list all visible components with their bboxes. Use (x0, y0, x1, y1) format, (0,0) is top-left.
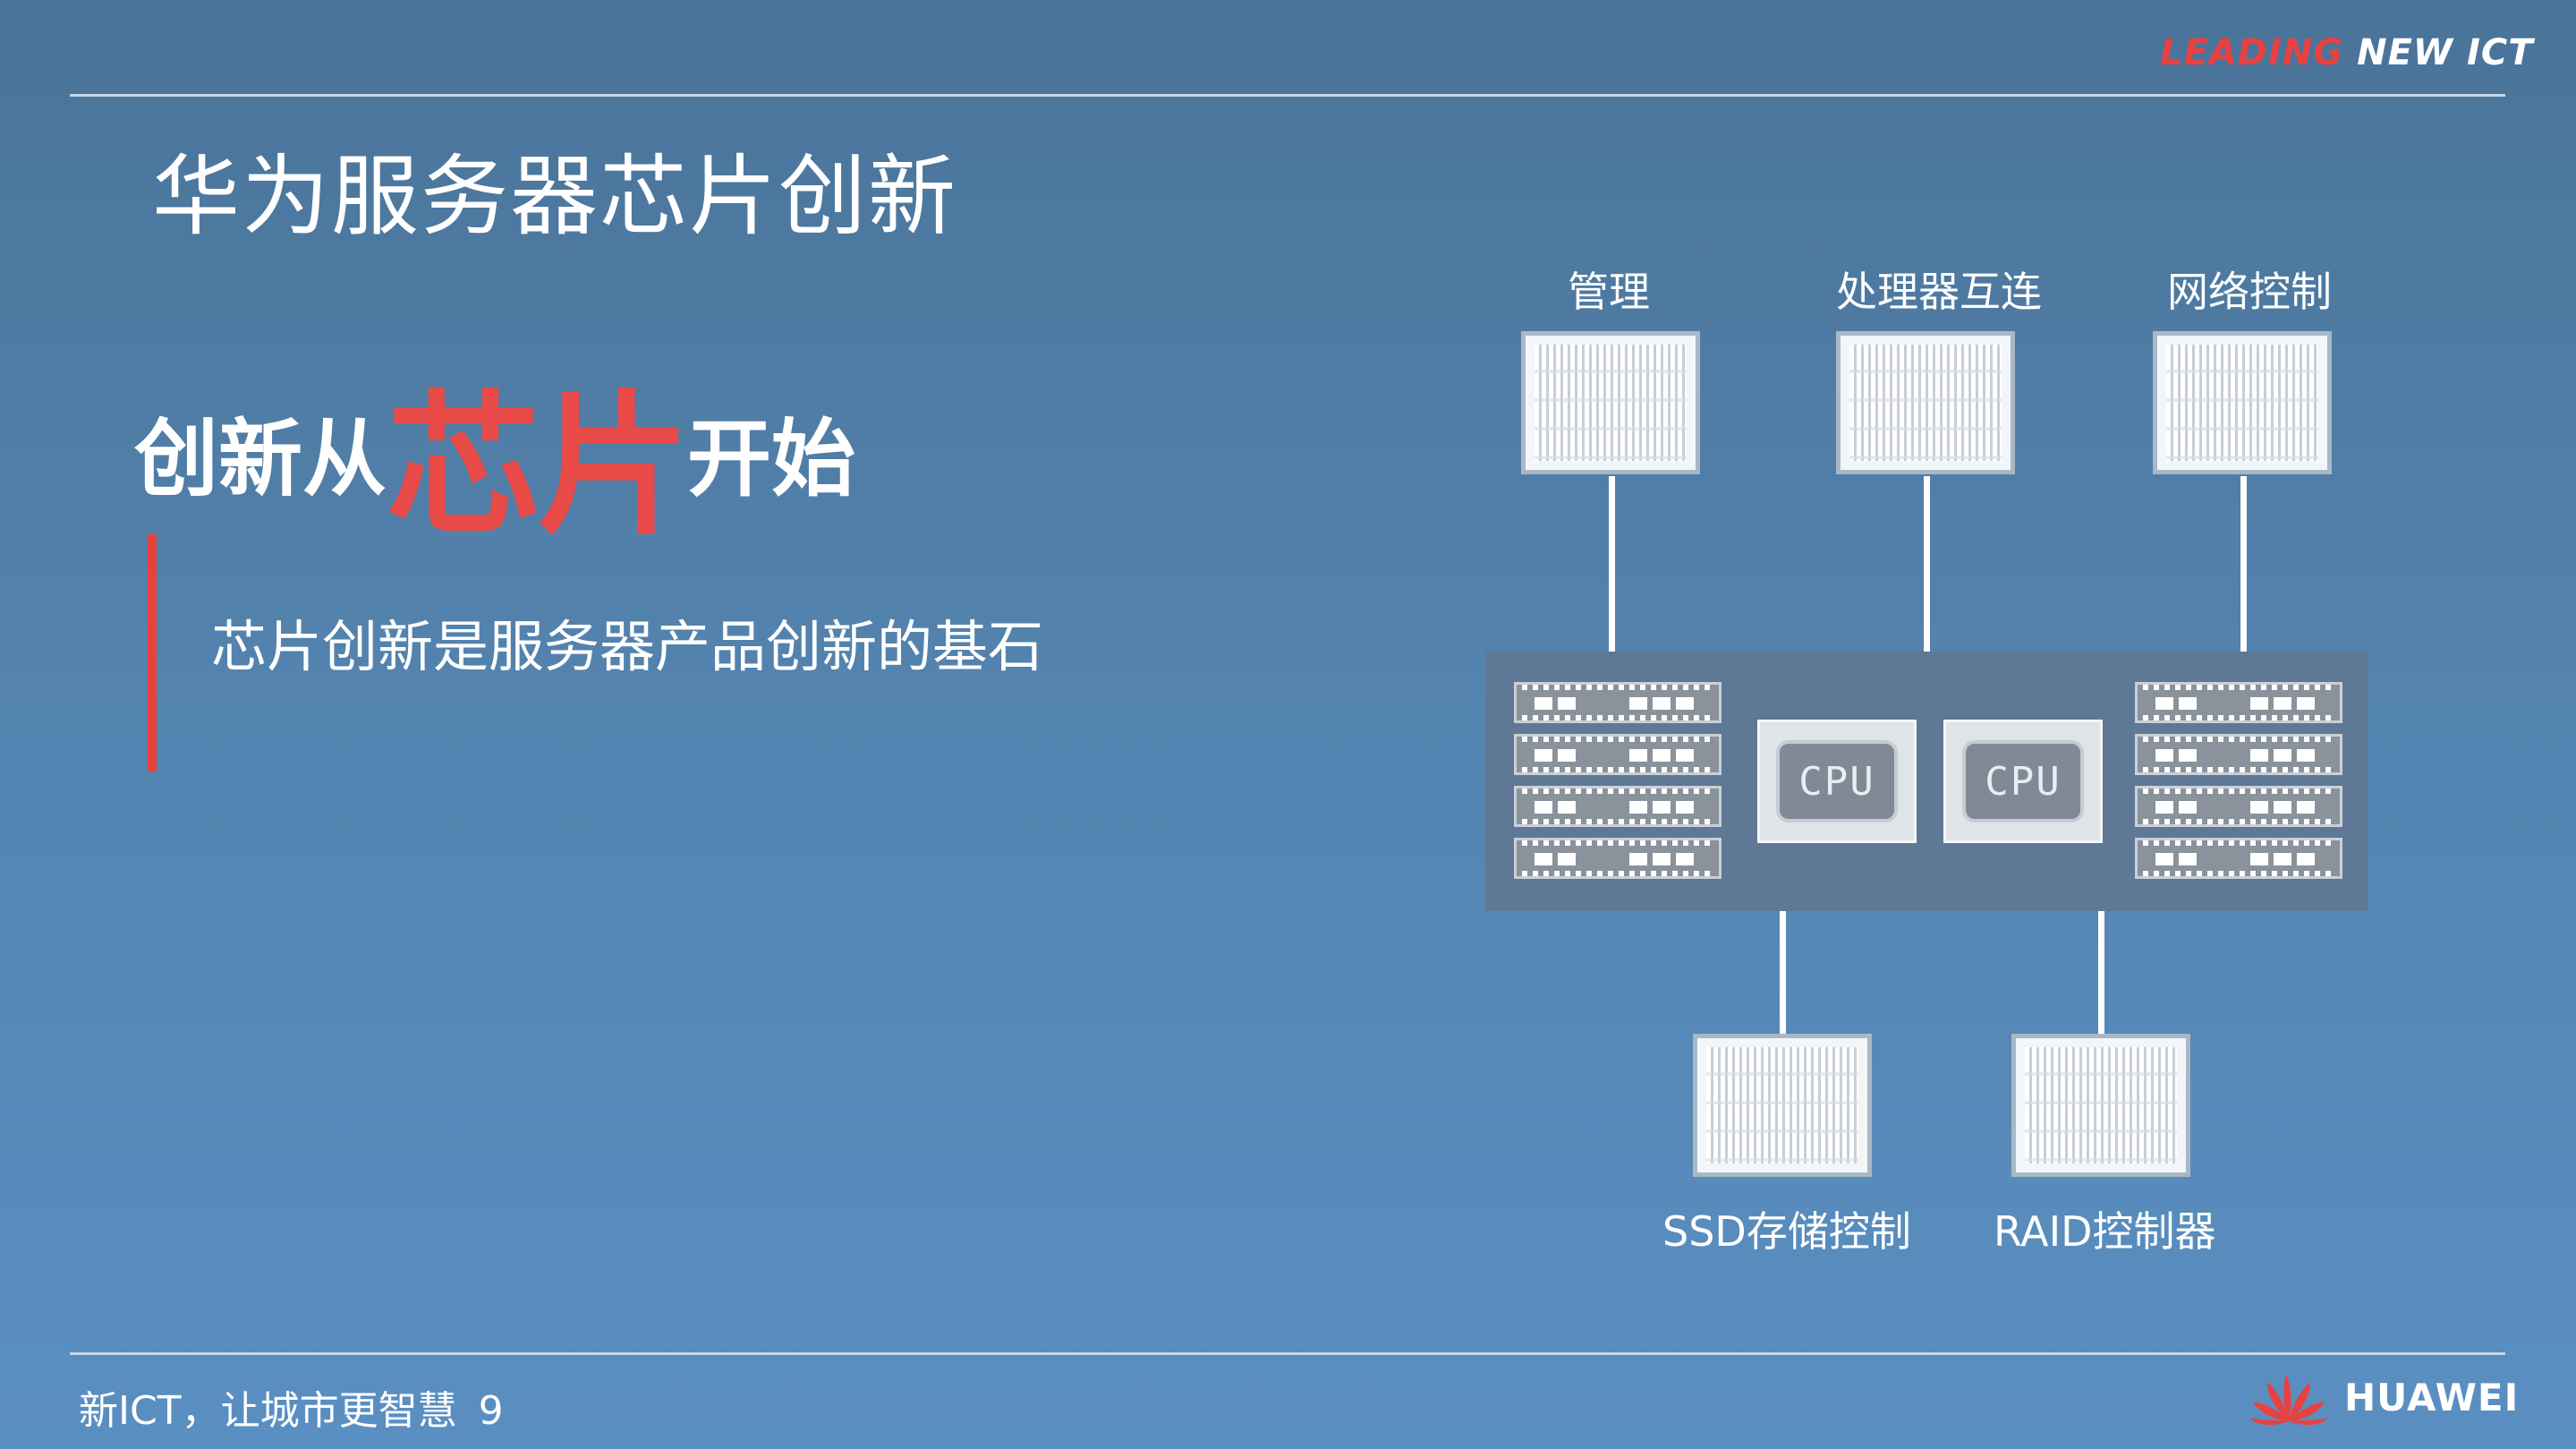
memory-module-icon (1514, 682, 1722, 723)
brand-tagline-leading: LEADING (2160, 32, 2344, 73)
memory-module-icon (1514, 786, 1722, 827)
cpu-chip-icon: CPU (1757, 720, 1917, 843)
raid-controller-chip (2011, 1034, 2190, 1177)
huawei-logo: HUAWEI (2246, 1369, 2519, 1425)
connector-line (2240, 476, 2247, 652)
ssd-controller-chip (1693, 1034, 1872, 1177)
label-management: 管理 (1568, 268, 1650, 316)
slide-title: 华为服务器芯片创新 (152, 146, 958, 248)
headline-highlight: 芯片 (387, 376, 691, 556)
memory-module-icon (2135, 786, 2342, 827)
headline: 创新从芯片开始 (134, 371, 856, 556)
brand-tagline: LEADING NEW ICT (2160, 32, 2533, 73)
accent-bar (148, 534, 157, 771)
top-divider (70, 94, 2505, 97)
connector-line (1924, 476, 1930, 652)
network-chip (2153, 331, 2332, 474)
bottom-divider (70, 1352, 2505, 1355)
page-number: 9 (478, 1388, 504, 1434)
slide-subtitle: 芯片创新是服务器产品创新的基石 (211, 614, 1044, 679)
memory-module-icon (2135, 838, 2342, 879)
management-chip (1521, 331, 1700, 474)
brand-tagline-new-ict: NEW ICT (2357, 32, 2534, 73)
connector-line (1609, 476, 1615, 652)
footer-text: 新ICT，让城市更智慧 (79, 1388, 457, 1434)
footer: 新ICT，让城市更智慧 9 (79, 1378, 525, 1436)
headline-post: 开始 (687, 411, 856, 508)
headline-pre: 创新从 (134, 411, 387, 508)
memory-module-icon (2135, 734, 2342, 775)
connector-line (1780, 911, 1786, 1038)
label-ssd-storage-control: SSD存储控制 (1662, 1207, 1911, 1256)
connector-line (2098, 911, 2104, 1038)
huawei-petal-icon (2249, 1375, 2328, 1425)
label-network-control: 网络控制 (2167, 268, 2332, 316)
memory-module-icon (1514, 734, 1722, 775)
memory-module-icon (2135, 682, 2342, 723)
label-raid-controller: RAID控制器 (1994, 1207, 2216, 1256)
memory-module-icon (1514, 838, 1722, 879)
cpu-label: CPU (1962, 740, 2084, 823)
huawei-wordmark: HUAWEI (2344, 1375, 2520, 1419)
label-processor-interconnect: 处理器互连 (1836, 268, 2042, 316)
interconnect-chip (1836, 331, 2015, 474)
cpu-label: CPU (1776, 740, 1898, 823)
cpu-chip-icon: CPU (1943, 720, 2103, 843)
